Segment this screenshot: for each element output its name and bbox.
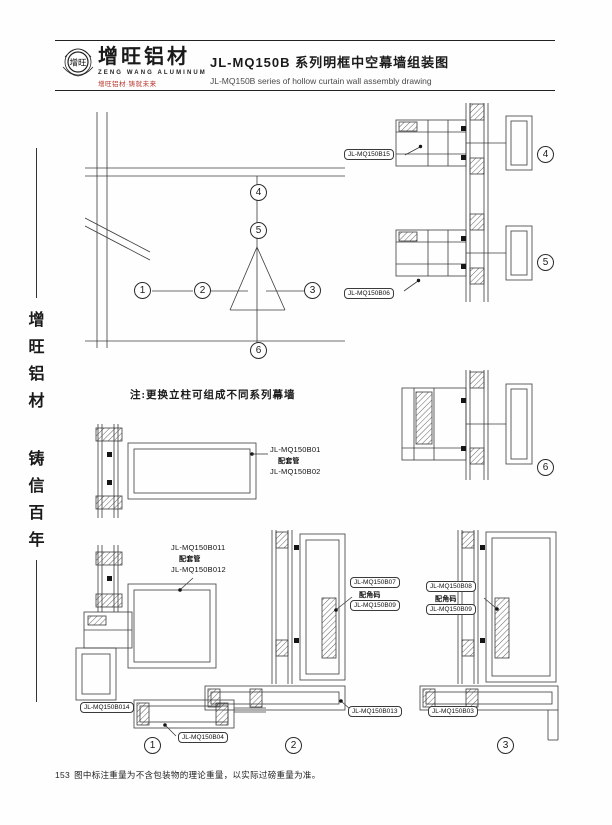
label-jl-mq150b012: JL-MQ150B012 (171, 565, 226, 574)
label-companion-tube: 配套管 (179, 556, 201, 563)
side-rule-bottom (36, 560, 37, 702)
detail-bubble-2: 2 (285, 737, 302, 754)
detail-3-section (419, 530, 559, 741)
side-char: 旺 (28, 339, 45, 356)
detail-2-section (204, 530, 353, 711)
plan-bubble-6: 6 (250, 342, 267, 359)
page-number: 153 (55, 770, 71, 780)
page-subtitle: JL-MQ150B series of hollow curtain wall … (210, 76, 432, 86)
label-companion-tube: 配套管 (278, 458, 300, 465)
header-top-rule (55, 40, 555, 41)
label-jl-mq150b02: JL-MQ150B02 (270, 467, 321, 476)
plan-bubble-2: 2 (194, 282, 211, 299)
side-char: 年 (28, 532, 45, 549)
label-jl-mq150b01: JL-MQ150B01 (270, 445, 321, 454)
label-corner-code: 配角码 (359, 592, 381, 599)
brand-name-en: ZENG WANG ALUMINUM (98, 70, 207, 76)
detail-bubble-5: 5 (537, 254, 554, 271)
brand-block: 增旺铝材 ZENG WANG ALUMINUM 增旺铝材·铸就未来 (98, 46, 207, 88)
logo-text: 增旺 (69, 58, 87, 68)
label-jl-mq150b15: JL-MQ150B15 (344, 149, 394, 160)
plan-bubble-5: 5 (250, 222, 267, 239)
label-corner-code: 配角码 (435, 596, 457, 603)
page-title: JL-MQ150B 系列明框中空幕墙组装图 (210, 55, 450, 70)
plan-view (84, 112, 345, 348)
detail-bubble-1: 1 (144, 737, 161, 754)
brand-name-cn: 增旺铝材 (98, 46, 190, 68)
label-jl-mq150b013: JL-MQ150B013 (348, 706, 402, 717)
label-jl-mq150b09: JL-MQ150B09 (350, 600, 400, 611)
detail-6-section (401, 371, 533, 465)
label-jl-mq150b04: JL-MQ150B04 (178, 732, 228, 743)
header-bottom-rule (55, 90, 555, 91)
label-jl-mq150b08: JL-MQ150B08 (426, 581, 476, 592)
title-block: JL-MQ150B 系列明框中空幕墙组装图 JL-MQ150B series o… (210, 52, 449, 86)
drawing-note: 注:更换立柱可组成不同系列幕墙 (130, 390, 296, 401)
plan-bubble-4: 4 (250, 184, 267, 201)
side-char: 材 (28, 393, 45, 410)
detail-5-section (395, 213, 533, 292)
mullion-tube-section (95, 424, 268, 518)
label-jl-mq150b09: JL-MQ150B09 (426, 604, 476, 615)
detail-bubble-4: 4 (537, 146, 554, 163)
label-jl-mq150b011: JL-MQ150B011 (171, 543, 226, 552)
label-jl-mq150b03: JL-MQ150B03 (428, 706, 478, 717)
brand-slogan: 增旺铝材·铸就未来 (98, 81, 157, 88)
side-char: 铸 (28, 451, 45, 468)
detail-1-section (75, 545, 266, 737)
detail-bubble-6: 6 (537, 459, 554, 476)
detail-bubble-3: 3 (497, 737, 514, 754)
side-char: 百 (28, 505, 45, 522)
side-char: 信 (28, 478, 45, 495)
label-jl-mq150b014: JL-MQ150B014 (80, 702, 134, 713)
plan-bubble-1: 1 (134, 282, 151, 299)
label-jl-mq150b07: JL-MQ150B07 (350, 577, 400, 588)
label-jl-mq150b06: JL-MQ150B06 (344, 288, 394, 299)
side-char: 铝 (28, 366, 45, 383)
footer-text: 图中标注重量为不含包装物的理论重量，以实际过磅重量为准。 (74, 770, 321, 780)
plan-bubble-3: 3 (304, 282, 321, 299)
detail-4-section (395, 103, 533, 175)
brand-logo-icon: 增旺 (60, 45, 96, 90)
side-char: 增 (28, 312, 45, 329)
side-rule-top (36, 148, 37, 298)
